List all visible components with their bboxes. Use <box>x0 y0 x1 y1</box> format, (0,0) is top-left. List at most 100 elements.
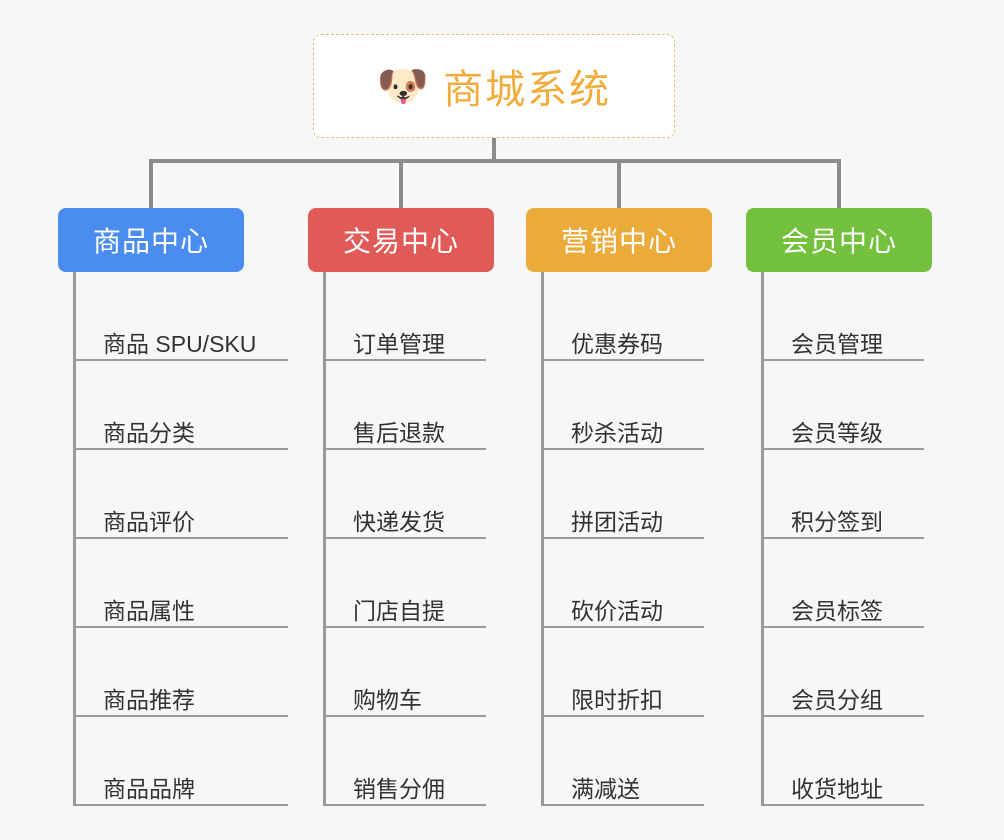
shiba-dog-face-icon: 🐶 <box>376 62 430 109</box>
leaf-item-label: 商品 SPU/SKU <box>103 330 257 357</box>
leaf-underline <box>73 359 288 361</box>
category-title: 商品中心 <box>92 226 209 257</box>
category-column-product-center: 商品中心商品 SPU/SKU 商品分类商品评价商品属性商品推荐商品品牌 <box>58 208 288 806</box>
connector-bus <box>149 159 841 163</box>
leaf-item[interactable]: 收货地址 <box>761 717 932 806</box>
leaf-item-label: 会员管理 <box>791 330 883 357</box>
leaf-underline <box>73 715 288 717</box>
root-node[interactable]: 🐶 商城系统 <box>313 34 675 138</box>
leaf-underline <box>323 537 486 539</box>
leaf-item-label: 销售分佣 <box>353 775 445 802</box>
leaf-list-product-center: 商品 SPU/SKU 商品分类商品评价商品属性商品推荐商品品牌 <box>73 272 288 806</box>
leaf-item-label: 砍价活动 <box>571 597 663 624</box>
leaf-item[interactable]: 销售分佣 <box>323 717 494 806</box>
leaf-item-label: 会员等级 <box>791 419 883 446</box>
leaf-item[interactable]: 会员管理 <box>761 272 932 361</box>
leaf-item[interactable]: 会员标签 <box>761 539 932 628</box>
leaf-item[interactable]: 砍价活动 <box>541 539 712 628</box>
leaf-rail <box>541 272 544 806</box>
connector-drop-2 <box>399 159 403 208</box>
leaf-item-label: 秒杀活动 <box>571 419 663 446</box>
leaf-item-label: 会员标签 <box>791 597 883 624</box>
leaf-item[interactable]: 会员分组 <box>761 628 932 717</box>
leaf-rail <box>73 272 76 806</box>
leaf-item[interactable]: 门店自提 <box>323 539 494 628</box>
leaf-underline <box>761 715 924 717</box>
leaf-item-label: 快递发货 <box>353 508 445 535</box>
category-box-trade-center[interactable]: 交易中心 <box>308 208 494 272</box>
leaf-item[interactable]: 商品品牌 <box>73 717 288 806</box>
leaf-item-label: 会员分组 <box>791 686 883 713</box>
leaf-item[interactable]: 商品分类 <box>73 361 288 450</box>
leaf-underline <box>761 359 924 361</box>
leaf-item-label: 商品分类 <box>103 419 195 446</box>
connector-drop-3 <box>617 159 621 208</box>
leaf-item[interactable]: 积分签到 <box>761 450 932 539</box>
leaf-item-label: 商品评价 <box>103 508 195 535</box>
leaf-rail <box>323 272 326 806</box>
leaf-underline <box>761 537 924 539</box>
leaf-item[interactable]: 商品评价 <box>73 450 288 539</box>
leaf-item[interactable]: 拼团活动 <box>541 450 712 539</box>
category-box-product-center[interactable]: 商品中心 <box>58 208 244 272</box>
leaf-item-label: 收货地址 <box>791 775 883 802</box>
connector-drop-4 <box>837 159 841 208</box>
leaf-underline <box>541 715 704 717</box>
leaf-item[interactable]: 售后退款 <box>323 361 494 450</box>
leaf-underline <box>541 448 704 450</box>
leaf-item[interactable]: 商品推荐 <box>73 628 288 717</box>
leaf-item[interactable]: 订单管理 <box>323 272 494 361</box>
category-column-marketing-center: 营销中心优惠券码秒杀活动拼团活动砍价活动限时折扣满减送 <box>526 208 712 806</box>
leaf-underline <box>323 359 486 361</box>
category-column-member-center: 会员中心会员管理会员等级积分签到会员标签会员分组收货地址 <box>746 208 932 806</box>
leaf-underline <box>323 715 486 717</box>
leaf-underline <box>73 804 288 806</box>
leaf-item[interactable]: 限时折扣 <box>541 628 712 717</box>
leaf-item-label: 订单管理 <box>353 330 445 357</box>
leaf-underline <box>541 804 704 806</box>
leaf-item[interactable]: 满减送 <box>541 717 712 806</box>
category-title: 会员中心 <box>780 226 897 257</box>
connector-stem <box>492 138 496 163</box>
leaf-item-label: 优惠券码 <box>571 330 663 357</box>
leaf-item[interactable]: 秒杀活动 <box>541 361 712 450</box>
leaf-underline <box>323 626 486 628</box>
leaf-item-label: 门店自提 <box>353 597 445 624</box>
leaf-underline <box>73 626 288 628</box>
leaf-item-label: 售后退款 <box>353 419 445 446</box>
leaf-item-label: 拼团活动 <box>571 508 663 535</box>
leaf-underline <box>541 626 704 628</box>
leaf-rail <box>761 272 764 806</box>
leaf-underline <box>73 537 288 539</box>
leaf-underline <box>323 804 486 806</box>
leaf-item-label: 商品推荐 <box>103 686 195 713</box>
leaf-item-label: 购物车 <box>353 686 422 713</box>
category-box-marketing-center[interactable]: 营销中心 <box>526 208 712 272</box>
leaf-item[interactable]: 会员等级 <box>761 361 932 450</box>
leaf-list-trade-center: 订单管理售后退款快递发货门店自提购物车销售分佣 <box>323 272 494 806</box>
leaf-item[interactable]: 快递发货 <box>323 450 494 539</box>
connector-drop-1 <box>149 159 153 208</box>
leaf-item[interactable]: 购物车 <box>323 628 494 717</box>
leaf-underline <box>541 359 704 361</box>
leaf-list-member-center: 会员管理会员等级积分签到会员标签会员分组收货地址 <box>761 272 932 806</box>
leaf-underline <box>73 448 288 450</box>
category-column-trade-center: 交易中心订单管理售后退款快递发货门店自提购物车销售分佣 <box>308 208 494 806</box>
leaf-item-label: 积分签到 <box>791 508 883 535</box>
leaf-item-label: 商品属性 <box>103 597 195 624</box>
category-box-member-center[interactable]: 会员中心 <box>746 208 932 272</box>
leaf-item[interactable]: 优惠券码 <box>541 272 712 361</box>
root-title: 商城系统 <box>443 68 612 112</box>
leaf-item[interactable]: 商品 SPU/SKU <box>73 272 288 361</box>
leaf-underline <box>761 626 924 628</box>
leaf-item-label: 限时折扣 <box>571 686 663 713</box>
leaf-item-label: 满减送 <box>571 775 640 802</box>
category-title: 营销中心 <box>560 226 677 257</box>
leaf-underline <box>323 448 486 450</box>
leaf-underline <box>761 804 924 806</box>
leaf-underline <box>541 537 704 539</box>
leaf-underline <box>761 448 924 450</box>
leaf-item[interactable]: 商品属性 <box>73 539 288 628</box>
category-title: 交易中心 <box>342 226 459 257</box>
